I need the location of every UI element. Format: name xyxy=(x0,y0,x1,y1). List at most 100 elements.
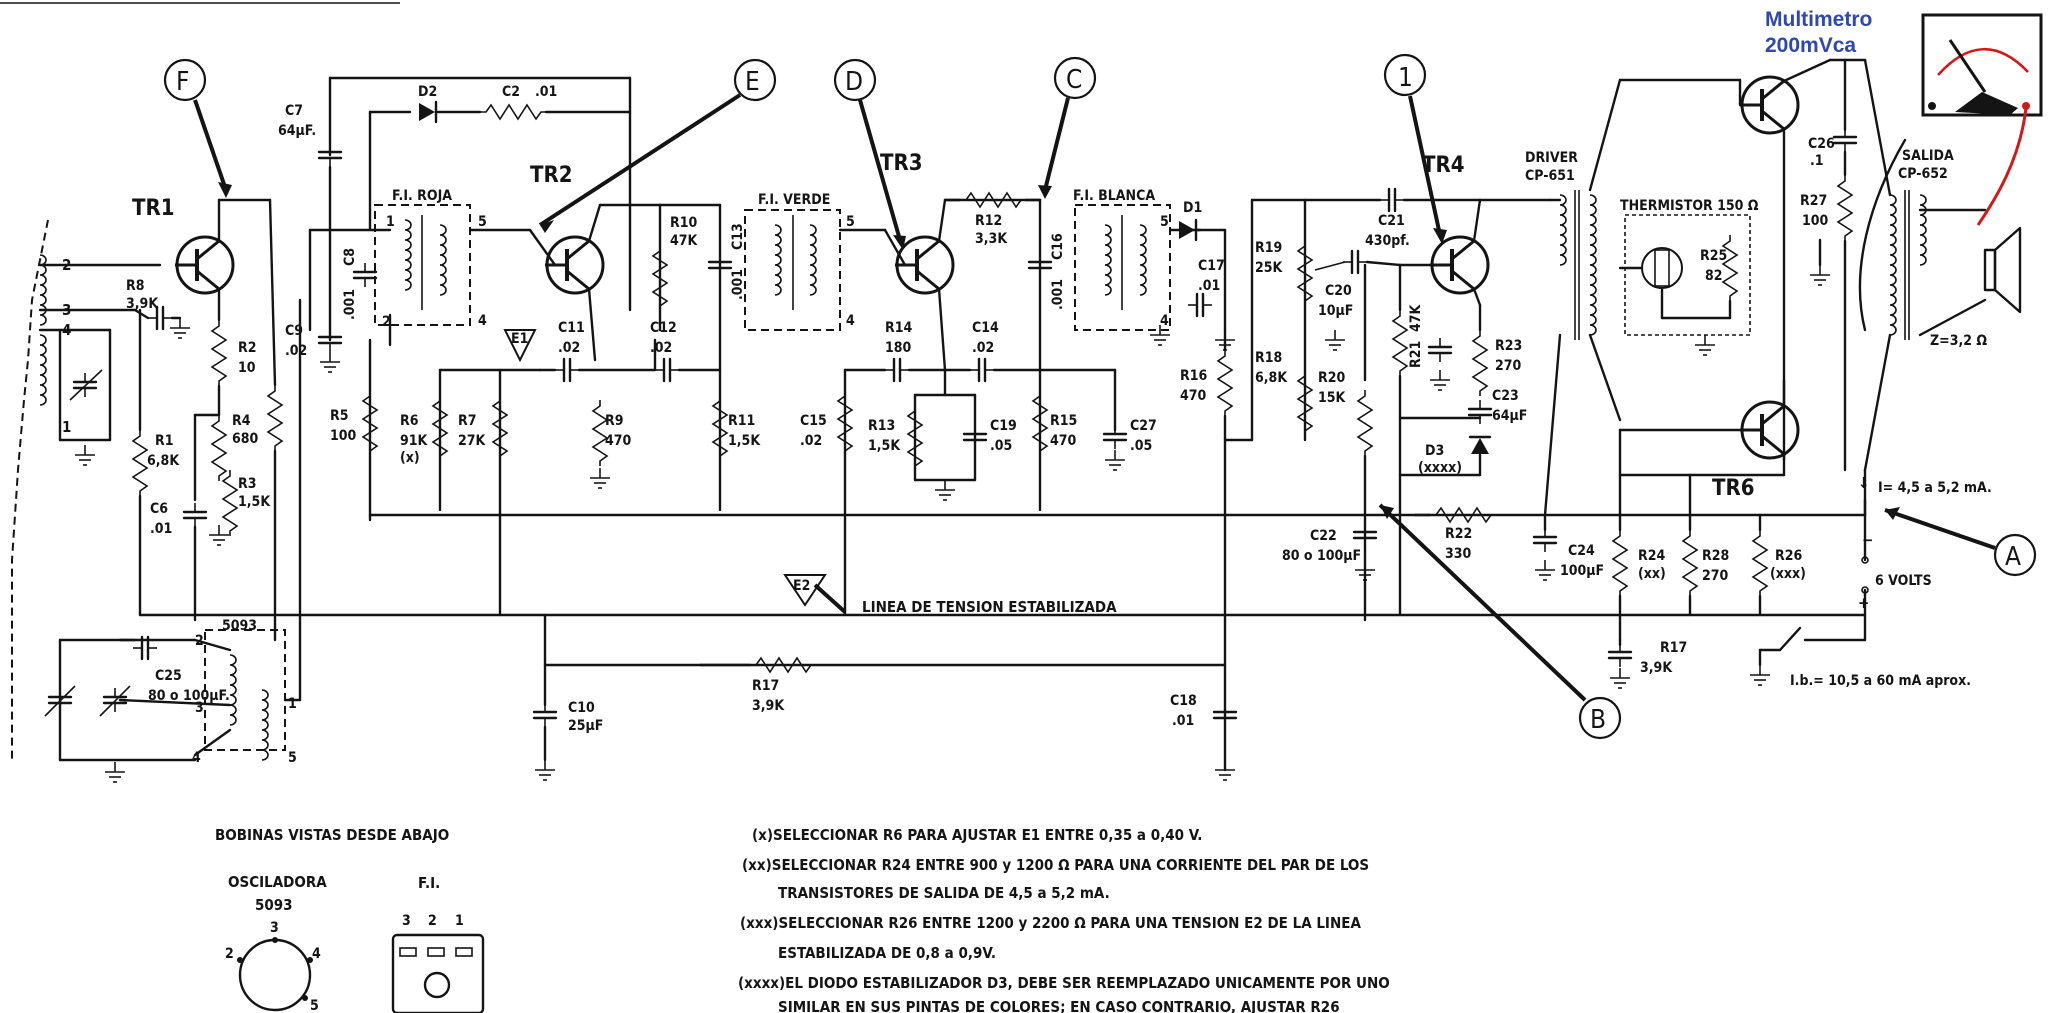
svg-text:3: 3 xyxy=(402,913,411,929)
antenna-coil-section: 2 3 4 1 xyxy=(11,219,162,760)
osc-pin-5: 5 xyxy=(288,750,297,766)
r19-value: 25K xyxy=(1255,260,1284,276)
testpoint-A: A xyxy=(2005,542,2021,572)
c21-value: 430pf. xyxy=(1365,233,1410,249)
r26-value: (xxx) xyxy=(1770,566,1806,582)
r26-name: R26 xyxy=(1775,548,1802,564)
c2-value: 3,9K xyxy=(126,296,159,312)
r11-value: 1,5K xyxy=(728,433,761,449)
c13-value: .001 xyxy=(730,269,746,300)
c21-name: C21 xyxy=(1378,213,1405,229)
pin-label-4: 4 xyxy=(62,321,71,339)
fi-blanca-label: F.I. BLANCA xyxy=(1073,188,1155,204)
r13-value: 1,5K xyxy=(868,438,901,454)
c23-value: 64μF xyxy=(1492,408,1527,424)
e1-marker: E1 xyxy=(511,331,528,347)
oscillator-number: 5093 xyxy=(255,896,293,914)
c9-value: .02 xyxy=(285,343,307,359)
r7-value: 27K xyxy=(458,433,487,449)
osc-pin-4: 4 xyxy=(192,750,201,766)
osc-pin-3: 3 xyxy=(195,700,204,716)
current-arrow: ↓ xyxy=(1858,474,1869,492)
r8-value: .01 xyxy=(535,84,557,100)
r12-value: .02 xyxy=(800,433,822,449)
current-label: I= 4,5 a 5,2 mA. xyxy=(1878,480,1992,496)
tr3-label: TR3 xyxy=(880,151,923,176)
svg-text:5: 5 xyxy=(310,998,319,1013)
tr1-label: TR1 xyxy=(132,196,175,221)
r16-value: 470 xyxy=(1180,388,1207,404)
tr6-transistor: TR6 xyxy=(1618,378,1800,501)
c19-value: .05 xyxy=(990,438,1012,454)
fi-verde-transformer: F.I. VERDE 5 4 xyxy=(744,192,907,331)
r25-name: R25 xyxy=(1700,248,1727,264)
tr2-label: TR2 xyxy=(530,163,573,188)
c12-name: C12 xyxy=(650,320,677,336)
r17-name-text: R17 xyxy=(752,678,779,694)
c7-value: 64μF. xyxy=(278,123,316,139)
svg-text:4: 4 xyxy=(312,946,321,962)
c18-name-text: C18 xyxy=(1170,693,1197,709)
r12-name: C15 xyxy=(800,413,827,429)
c8-value: .001 xyxy=(342,289,358,320)
r23-value: 270 xyxy=(1495,358,1522,374)
r25-value: 82 xyxy=(1705,268,1723,284)
r3-value: 1,5K xyxy=(238,494,271,510)
osc-coil-label: 5093 xyxy=(222,618,257,634)
r13-name: R13 xyxy=(868,418,895,434)
battery-minus: − xyxy=(1862,531,1873,549)
battery-volts: 6 VOLTS xyxy=(1875,573,1932,589)
c17-value: .01 xyxy=(1198,278,1220,294)
battery-plus: + xyxy=(1858,594,1869,612)
note-r6: (x)SELECCIONAR R6 PARA AJUSTAR E1 ENTRE … xyxy=(752,826,1202,844)
note-d3: (xxxx)EL DIODO ESTABILIZADOR D3, DEBE SE… xyxy=(738,974,1390,992)
multimeter-label: Multimetro xyxy=(1765,8,1872,31)
antenna-coil-secondary xyxy=(39,334,47,406)
oscillator-caption: OSCILADORA xyxy=(228,873,327,891)
c5-value: 80 o 100μF. xyxy=(148,688,230,704)
coils-caption: BOBINAS VISTAS DESDE ABAJO xyxy=(215,826,449,844)
r18-name: R18 xyxy=(1255,350,1282,366)
fi-verde-pin-4: 4 xyxy=(846,313,855,329)
c10-value: 25μF xyxy=(568,718,603,734)
driver-transformer: DRIVER CP-651 xyxy=(1525,78,1742,517)
testpoint-C: C xyxy=(1066,65,1082,95)
battery-current-label: I.b.= 10,5 a 60 mA aprox. xyxy=(1790,673,1971,689)
thermistor-box: THERMISTOR 150 Ω R25 82 xyxy=(1618,198,1759,356)
r24-name: R24 xyxy=(1638,548,1665,564)
testpoint-F: F xyxy=(176,67,189,97)
d3-value: (xxxx) xyxy=(1418,460,1462,476)
tr2-transistor: TR2 xyxy=(530,163,662,362)
fi-verde-label: F.I. VERDE xyxy=(758,192,830,208)
c14-name: R14 xyxy=(885,320,912,336)
r9-value: 470 xyxy=(605,433,632,449)
speaker-icon xyxy=(1983,226,2022,314)
r22-name: R22 xyxy=(1445,526,1472,542)
fi-blanca-transformer: C16 .001 F.I. BLANCA 5 4 xyxy=(1027,188,1202,346)
multimeter-probe-red xyxy=(1976,107,2028,226)
d2-name: D2 xyxy=(418,84,437,100)
fi-roja-pin-4: 4 xyxy=(478,313,487,329)
r2-name: R2 xyxy=(238,340,256,356)
salida-model: CP-652 xyxy=(1898,166,1948,182)
stabilized-line-label: LINEA DE TENSION ESTABILIZADA xyxy=(862,598,1117,616)
svg-text:2: 2 xyxy=(428,913,437,929)
multimeter-range: 200mVca xyxy=(1765,34,1856,57)
r7-name: R7 xyxy=(458,413,476,429)
fi-roja-pin-2: 2 xyxy=(382,314,391,330)
fi-pinout: 3 2 1 xyxy=(391,913,485,1013)
c2-name: R8 xyxy=(126,278,144,294)
fi-verde-pin-5: 5 xyxy=(846,214,855,230)
r10-name: R10 xyxy=(670,215,697,231)
testpoint-B: B xyxy=(1590,705,1606,735)
r18-value: 6,8K xyxy=(1255,370,1288,386)
r10-value: 47K xyxy=(670,233,699,249)
note-d3-cont: SIMILAR EN SUS PINTAS DE COLORES; EN CAS… xyxy=(778,998,1340,1013)
r1-name: R1 xyxy=(155,433,173,449)
r14-value: 3,3K xyxy=(975,231,1008,247)
r3-name: R3 xyxy=(238,476,256,492)
r2-value: 10 xyxy=(238,360,256,376)
e2-marker: E2 xyxy=(793,578,810,594)
c22-name: C22 xyxy=(1310,528,1337,544)
